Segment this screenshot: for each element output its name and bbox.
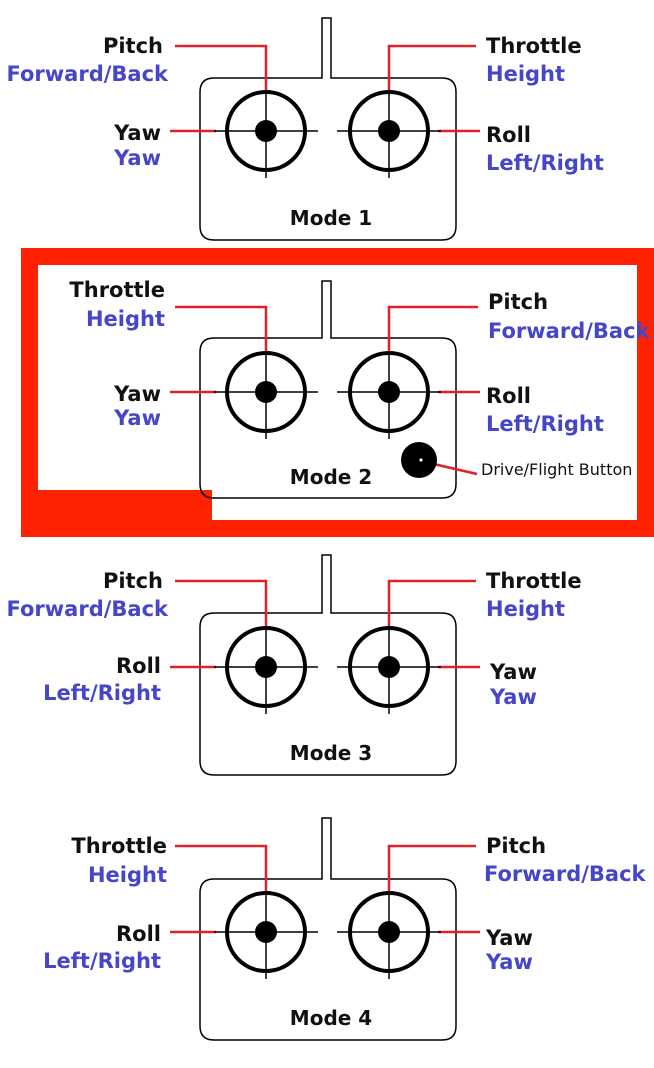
side-left-secondary: Left/Right: [43, 949, 161, 973]
side-left-secondary: Left/Right: [43, 681, 161, 705]
top-right-secondary: Height: [486, 597, 565, 621]
side-left-secondary: Yaw: [113, 146, 161, 170]
drive-flight-button: [401, 442, 437, 478]
top-right-secondary: Height: [486, 62, 565, 86]
leader-lines: [170, 305, 480, 476]
side-left-primary: Yaw: [113, 121, 161, 145]
top-left-secondary: Forward/Back: [7, 597, 170, 621]
leader-top-left: [175, 305, 268, 353]
leader-top-left: [175, 44, 268, 94]
mode-4-panel: Throttle Height Pitch Forward/Back Roll …: [43, 817, 647, 1041]
side-left-primary: Roll: [116, 922, 161, 946]
top-right-primary: Throttle: [486, 569, 582, 593]
top-right-primary: Pitch: [486, 834, 546, 858]
leader-top-left: [175, 844, 268, 893]
right-stick: [337, 351, 441, 439]
selection-border: [21, 248, 654, 537]
leader-top-right: [387, 305, 478, 353]
side-left-primary: Roll: [116, 654, 161, 678]
transmitter-body: [199, 554, 457, 776]
side-right-primary: Yaw: [485, 926, 533, 950]
leader-lines: [170, 844, 480, 934]
mode-2-panel: Drive/Flight Button Throttle Height Pitc…: [69, 278, 651, 499]
selected-mode-label: SELECTED MODE: [36, 497, 190, 518]
mode-3-panel: Pitch Forward/Back Throttle Height Roll …: [7, 554, 582, 776]
top-left-primary: Pitch: [103, 34, 163, 58]
top-right-secondary: Forward/Back: [484, 862, 647, 886]
top-left-primary: Throttle: [71, 834, 167, 858]
side-right-primary: Yaw: [489, 660, 537, 684]
leader-top-right: [387, 844, 476, 893]
leader-lines: [170, 579, 480, 669]
top-left-secondary: Height: [86, 307, 165, 331]
mode-title: Mode 3: [290, 741, 372, 765]
transmitter-body: [199, 817, 457, 1041]
left-stick: [214, 351, 318, 439]
right-stick: [337, 626, 441, 714]
top-left-primary: Throttle: [69, 278, 165, 302]
right-stick: [337, 891, 441, 979]
top-right-secondary: Forward/Back: [488, 319, 651, 343]
mode-title: Mode 2: [290, 465, 372, 489]
top-left-secondary: Height: [88, 863, 167, 887]
side-right-secondary: Left/Right: [486, 412, 604, 436]
drive-flight-button-label: Drive/Flight Button: [481, 460, 632, 479]
selected-mode-frame: SELECTED MODE: [21, 248, 654, 537]
mode-title: Mode 4: [290, 1006, 372, 1030]
top-right-primary: Pitch: [488, 290, 548, 314]
side-right-secondary: Left/Right: [486, 151, 604, 175]
side-right-primary: Roll: [486, 123, 531, 147]
leader-lines: [170, 44, 480, 133]
top-left-primary: Pitch: [103, 569, 163, 593]
left-stick: [214, 891, 318, 979]
top-right-primary: Throttle: [486, 34, 582, 58]
leader-top-right: [387, 44, 476, 94]
transmitter-body: [199, 17, 457, 241]
right-stick: [337, 90, 441, 178]
side-right-secondary: Yaw: [489, 685, 537, 709]
side-left-secondary: Yaw: [113, 406, 161, 430]
left-stick: [214, 626, 318, 714]
top-left-secondary: Forward/Back: [7, 62, 170, 86]
leader-top-right: [387, 579, 476, 628]
side-right-primary: Roll: [486, 384, 531, 408]
mode-1-panel: Pitch Forward/Back Throttle Height Yaw Y…: [7, 17, 604, 241]
side-right-secondary: Yaw: [485, 950, 533, 974]
leader-top-left: [175, 579, 268, 628]
transmitter-body: [199, 280, 457, 499]
left-stick: [214, 90, 318, 178]
mode-title: Mode 1: [290, 206, 372, 230]
side-left-primary: Yaw: [113, 382, 161, 406]
